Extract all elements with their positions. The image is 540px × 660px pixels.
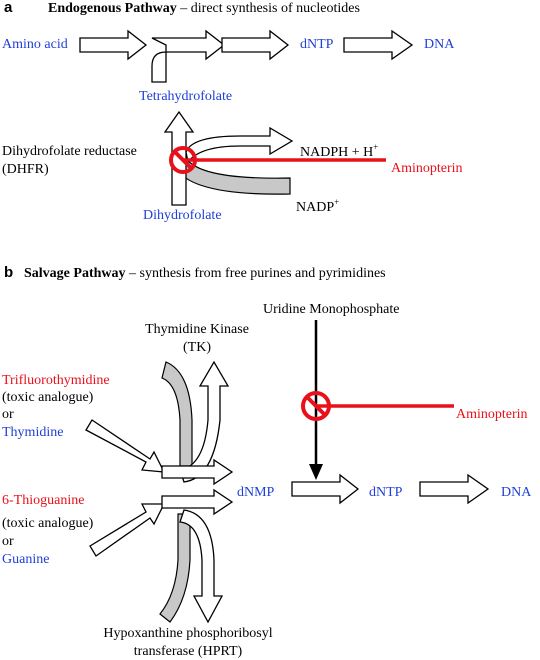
arrow-hprt-to-dnmp: [161, 488, 234, 516]
label-dihydrofolate: Dihydrofolate: [143, 208, 222, 223]
panel-a-title-rest: – direct synthesis of nucleotides: [177, 1, 360, 16]
label-nadp-text: NADP: [296, 200, 334, 215]
panel-a-title-bold: Endogenous Pathway: [48, 1, 177, 16]
label-tk-line2: (TK): [183, 340, 211, 355]
label-nadph-text: NADPH + H: [300, 145, 373, 160]
panel-b-title-bold: Salvage Pathway: [24, 266, 126, 281]
label-dnmp: dNMP: [237, 485, 275, 500]
label-or-1: or: [2, 407, 14, 422]
inhibition-symbol-b: [301, 391, 331, 421]
panel-a-letter: a: [4, 0, 13, 16]
label-tetrahydrofolate: Tetrahydrofolate: [139, 89, 232, 104]
label-dhfr-line1: Dihydrofolate reductase: [2, 144, 137, 159]
panel-a: a Endogenous Pathway – direct synthesis …: [2, 0, 463, 223]
arrow-dntp-to-dna-b: [419, 473, 490, 505]
panel-b: b Salvage Pathway – synthesis from free …: [2, 264, 532, 659]
label-nadph: NADPH + H+: [300, 142, 378, 160]
label-thymidine: Thymidine: [2, 425, 63, 440]
tk-cofactor-curve: [161, 361, 193, 467]
panel-b-title-rest: – synthesis from free purines and pyrimi…: [126, 266, 386, 281]
panel-b-title: Salvage Pathway – synthesis from free pu…: [24, 266, 386, 281]
arrow-dnmp-to-dntp: [291, 473, 360, 505]
label-toxic-analogue-1: (toxic analogue): [2, 390, 94, 405]
arrow-tk-to-dnmp: [161, 458, 234, 486]
arrow-to-dntp: [221, 29, 290, 61]
nadp-cofactor-curve: [175, 157, 291, 195]
label-dna-a: DNA: [424, 37, 455, 52]
label-aminopterin-a: Aminopterin: [391, 161, 463, 176]
panel-b-letter: b: [4, 264, 13, 281]
label-uridine-monophosphate: Uridine Monophosphate: [263, 302, 399, 317]
label-hprt-line2: transferase (HPRT): [134, 644, 243, 659]
label-nadp-sup: +: [334, 197, 339, 207]
label-dna-b: DNA: [501, 485, 532, 500]
label-6-thioguanine: 6-Thioguanine: [2, 493, 84, 508]
label-tk-line1: Thymidine Kinase: [145, 322, 249, 337]
arrow-nadph: [185, 126, 294, 164]
label-toxic-analogue-2: (toxic analogue): [2, 516, 94, 531]
arrow-tetrahydrofolate: [151, 29, 226, 83]
label-dhfr-line2: (DHFR): [2, 162, 49, 177]
arrow-dntp-to-dna: [343, 29, 414, 61]
label-trifluorothymidine: Trifluorothymidine: [2, 373, 110, 388]
arrow-hprt-release: [179, 509, 224, 624]
label-nadph-sup: +: [373, 142, 378, 152]
arrow-ump-head: [309, 464, 323, 480]
label-nadp: NADP+: [296, 197, 339, 215]
label-hprt-line1: Hypoxanthine phosphoribosyl: [103, 626, 272, 641]
arrow-guanine-in: [89, 503, 166, 557]
hprt-cofactor-curve: [159, 513, 191, 623]
label-or-2: or: [2, 534, 14, 549]
inhibition-symbol-a: [169, 146, 197, 174]
label-dntp-b: dNTP: [369, 485, 403, 500]
arrow-thymidine-in: [85, 419, 166, 473]
label-guanine: Guanine: [2, 552, 49, 567]
panel-a-title: Endogenous Pathway – direct synthesis of…: [48, 1, 360, 16]
label-amino-acid: Amino acid: [2, 37, 68, 52]
label-aminopterin-b: Aminopterin: [456, 407, 528, 422]
label-dntp-a: dNTP: [300, 37, 334, 52]
arrow-amino-acid: [79, 29, 148, 61]
